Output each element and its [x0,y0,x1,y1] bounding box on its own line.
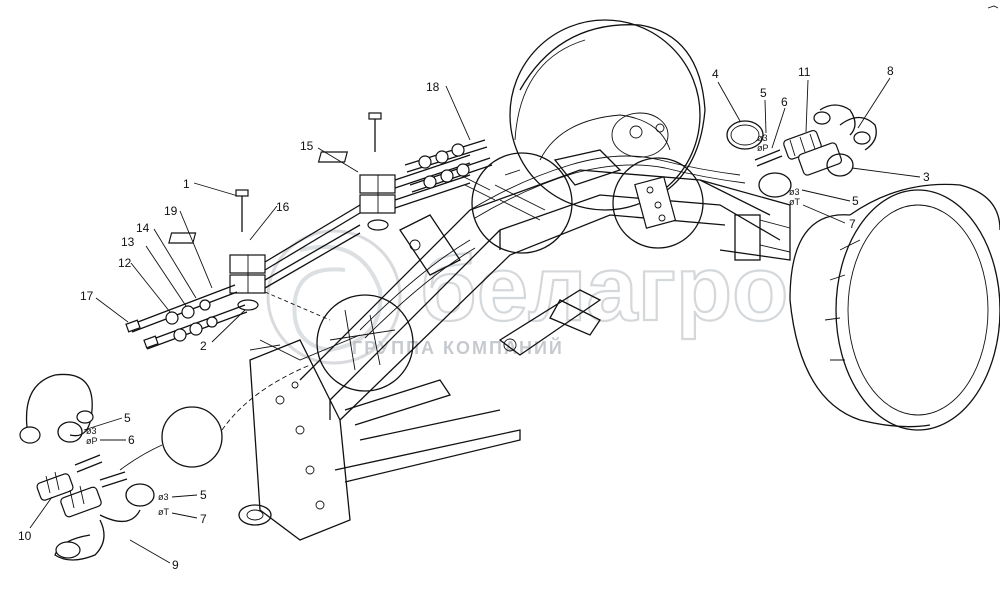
fittings-upper [404,139,493,193]
part-label-13: 13 [121,235,135,249]
clamp-assembly-upper [317,112,471,231]
detail-circle-upper [471,152,573,254]
part-label-8: 8 [887,64,894,78]
detail-circle-front [161,406,223,468]
marking-ot-right: øT [789,197,800,207]
part-label-5-right: 5 [852,194,859,208]
hydraulic-lines [359,155,746,339]
part-label-17: 17 [80,289,94,303]
clamp-assembly-lower [168,189,361,321]
size-markings: ø3 øP ø3 øT ø3 øP ø3 øT [86,133,800,517]
part-label-4: 4 [712,67,719,81]
watermark-tagline: ГРУППА КОМПАНИЙ [352,337,564,358]
fittings-left [125,284,248,350]
marking-op-left: øP [86,436,98,446]
quick-couplers-left [19,373,155,561]
part-label-18: 18 [426,80,440,94]
detail-circles [119,152,704,471]
marking-o3-left-top: ø3 [86,426,97,436]
part-label-5-top-right: 5 [760,86,767,100]
part-label-11: 11 [798,65,811,79]
part-label-15: 15 [300,139,314,153]
marking-o3-left-bottom: ø3 [158,492,169,502]
rear-wheel-right [789,183,1000,431]
part-label-7-right: 7 [849,217,856,231]
watermark: белагро ГРУППА КОМПАНИЙ [266,229,789,365]
part-label-2: 2 [200,339,207,353]
watermark-logo-ring [266,229,402,365]
part-label-6-left: 6 [128,433,135,447]
part-label-19: 19 [164,204,178,218]
part-label-3: 3 [923,170,930,184]
part-label-1: 1 [183,177,190,191]
part-labels: 1 2 3 4 5 5 5 5 6 6 7 7 8 9 10 11 12 13 … [18,64,930,572]
part-label-6-top-right: 6 [781,95,788,109]
detail-circle-valve [612,157,704,249]
detail-circle-lower [316,294,414,392]
part-label-5-left-bottom: 5 [200,488,207,502]
watermark-brand: белагро [420,238,788,340]
leader-lines [29,77,921,564]
watermark-logo-swirl [292,244,383,353]
part-label-7-left: 7 [200,512,207,526]
marking-op-top-right: øP [757,143,769,153]
part-label-16: 16 [276,200,290,214]
rear-wheel-left [509,19,706,211]
marking-o3-right: ø3 [789,187,800,197]
marking-o3-top-right: ø3 [757,133,768,143]
marking-ot-left: øT [158,507,169,517]
part-label-9: 9 [172,558,179,572]
corner-mark [987,5,999,9]
part-label-10: 10 [18,529,32,543]
part-label-14: 14 [136,221,150,235]
part-label-5-left-top: 5 [124,411,131,425]
quick-couplers-right [726,104,877,198]
part-label-12: 12 [118,256,132,270]
